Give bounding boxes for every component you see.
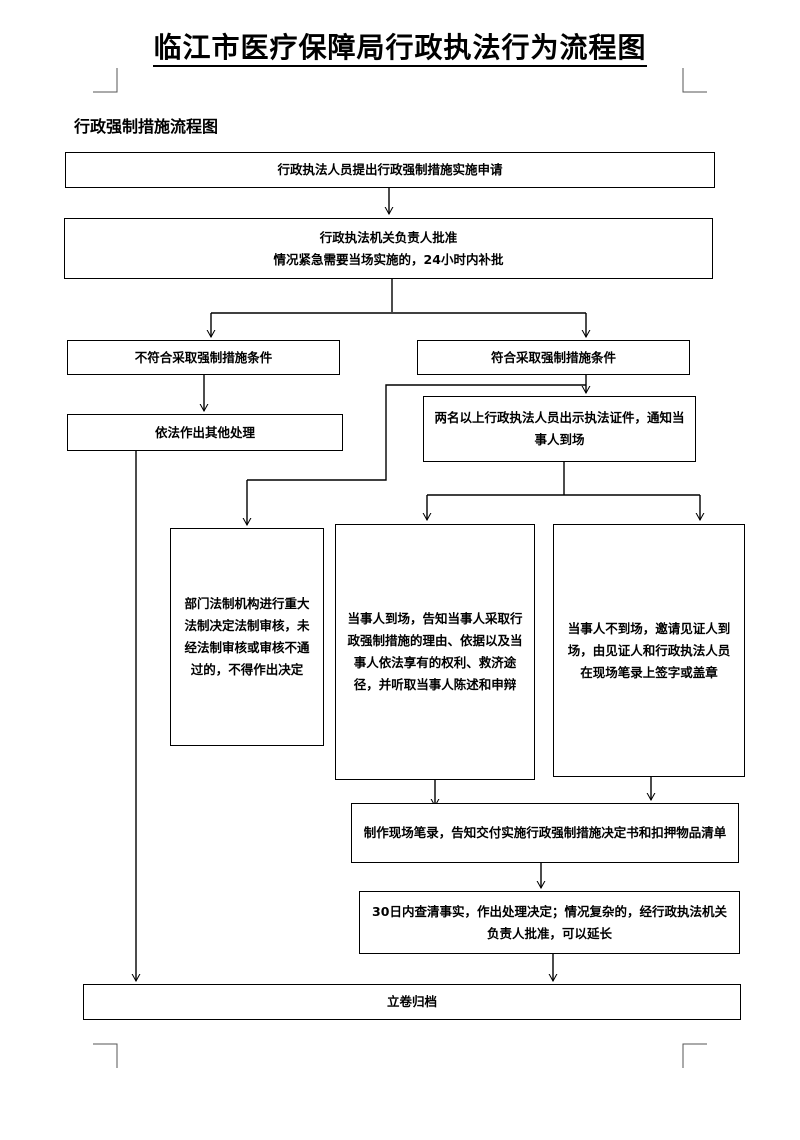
node-decide: 30日内查清事实，作出处理决定；情况复杂的，经行政执法机关负责人批准，可以延长: [359, 891, 740, 954]
node-not-meet: 不符合采取强制措施条件: [67, 340, 340, 375]
node-apply: 行政执法人员提出行政强制措施实施申请: [65, 152, 715, 188]
node-legal-review: 部门法制机构进行重大法制决定法制审核，未经法制审核或审核不通过的，不得作出决定: [170, 528, 324, 746]
node-other: 依法作出其他处理: [67, 414, 343, 451]
corner-mark-top-left: [93, 68, 118, 93]
node-meet: 符合采取强制措施条件: [417, 340, 690, 375]
page-title: 临江市医疗保障局行政执法行为流程图: [0, 26, 800, 67]
node-party-absent: 当事人不到场，邀请见证人到场，由见证人和行政执法人员在现场笔录上签字或盖章: [553, 524, 745, 777]
corner-mark-top-right: [682, 68, 707, 93]
flowchart-subtitle: 行政强制措施流程图: [74, 117, 219, 136]
node-archive: 立卷归档: [83, 984, 741, 1020]
node-approve: 行政执法机关负责人批准 情况紧急需要当场实施的，24小时内补批: [64, 218, 713, 279]
corner-mark-bottom-left: [93, 1043, 118, 1068]
node-party-present: 当事人到场，告知当事人采取行政强制措施的理由、依据以及当事人依法享有的权利、救济…: [335, 524, 535, 780]
node-show-cert: 两名以上行政执法人员出示执法证件，通知当事人到场: [423, 396, 696, 462]
line-to-legal-review: [247, 384, 586, 481]
corner-mark-bottom-right: [682, 1043, 707, 1068]
node-record: 制作现场笔录，告知交付实施行政强制措施决定书和扣押物品清单: [351, 803, 739, 863]
